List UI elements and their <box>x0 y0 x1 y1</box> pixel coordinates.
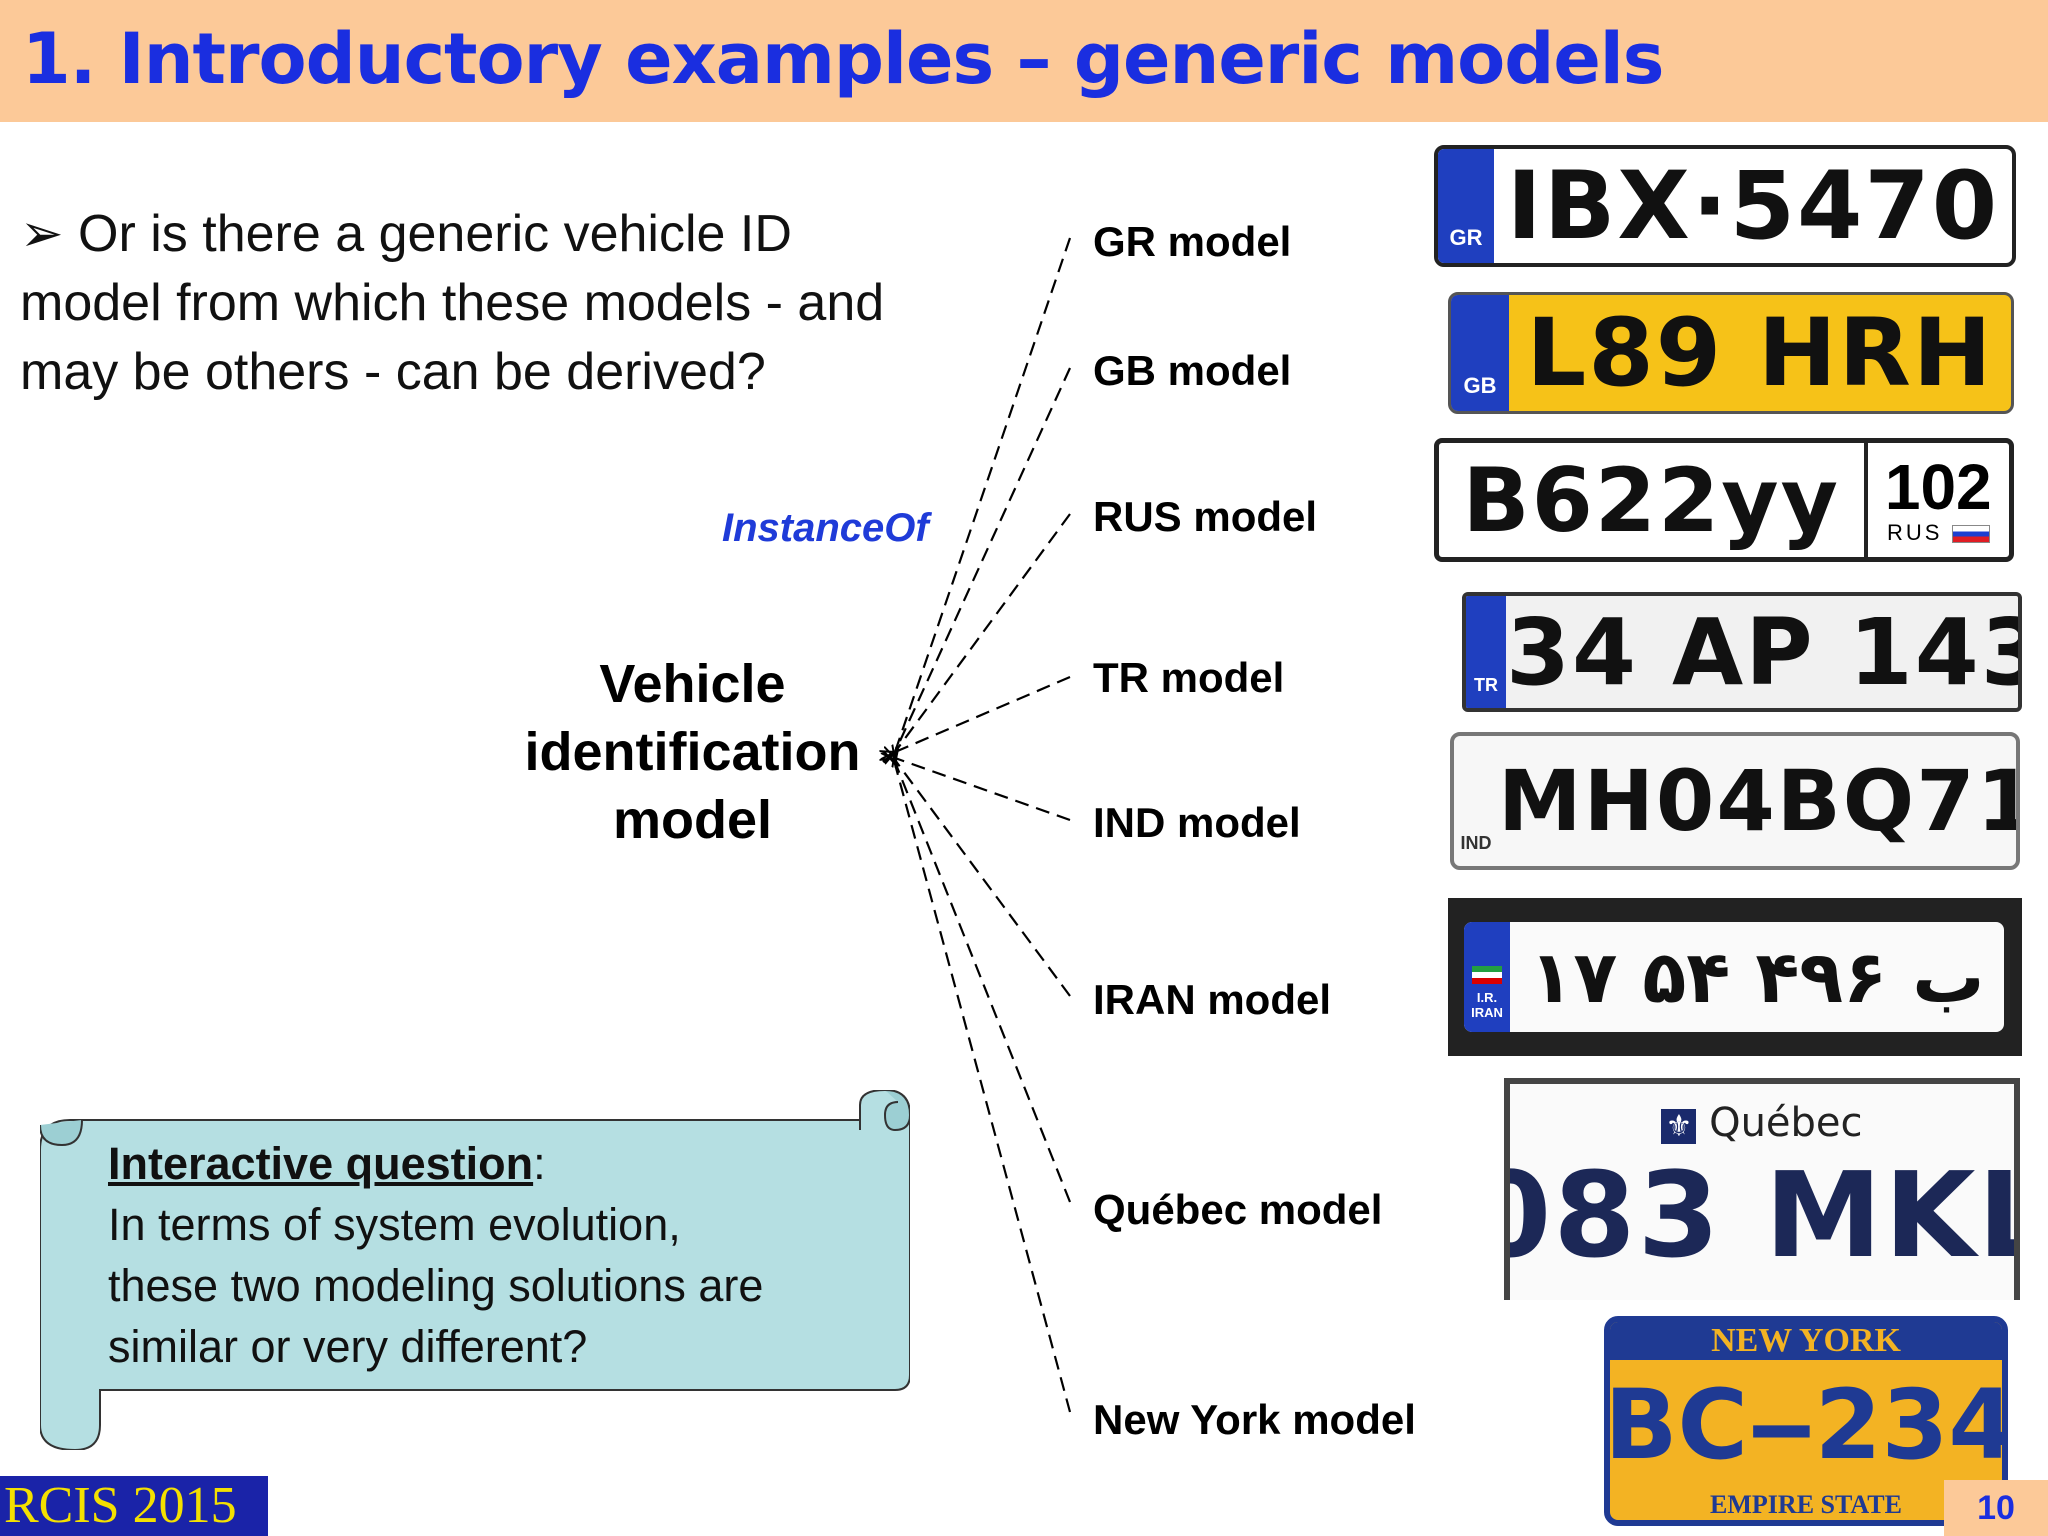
ind-band: IND <box>1460 833 1492 853</box>
plate-ind: IND MH04BQ7186 <box>1450 732 2020 870</box>
label-quebec-model: Québec model <box>1093 1186 1383 1233</box>
label-ind-model: IND model <box>1093 799 1301 846</box>
page-number: 10 <box>1944 1480 2048 1536</box>
interactive-line-1: In terms of system evolution, <box>108 1199 681 1250</box>
interactive-question-text: Interactive question: In terms of system… <box>108 1133 888 1377</box>
rcis-logo: RCIS 2015 <box>0 1476 268 1536</box>
interactive-question-heading: Interactive question <box>108 1138 534 1189</box>
line-iran <box>895 760 1071 997</box>
line-gb <box>895 367 1072 752</box>
iran-band: I.R. IRAN <box>1464 922 1510 1032</box>
rus-region: 102 RUS <box>1868 454 2010 546</box>
label-iran-model: IRAN model <box>1093 976 1332 1023</box>
gr-eu-band: GR <box>1438 149 1494 263</box>
label-gb-model: GB model <box>1093 347 1292 394</box>
line-quebec <box>895 762 1072 1203</box>
label-tr-model: TR model <box>1093 654 1285 701</box>
plate-iran-frame: I.R. IRAN ۱۷ ب ۴۹۶ ۵۴ <box>1448 898 2022 1056</box>
question-body: Or is there a generic vehicle ID model f… <box>20 205 885 401</box>
slide-title: 1. Introductory examples – generic model… <box>22 18 1664 100</box>
line-newyork <box>895 764 1072 1413</box>
quebec-province: ⚜ Québec <box>1661 1100 1863 1146</box>
instanceof-label: InstanceOf <box>722 506 929 550</box>
gb-plate-number: L89 HRH <box>1526 298 1994 408</box>
ind-plate-number: MH04BQ7186 <box>1498 752 2016 850</box>
line-rus <box>895 513 1071 752</box>
plate-tr: TR 34 AP 1438 <box>1462 592 2022 712</box>
gb-eu-band: GB <box>1451 295 1509 411</box>
plate-gb: GB L89 HRH <box>1448 292 2014 414</box>
vehicle-identification-model: Vehicle identification model <box>524 654 861 850</box>
interactive-line-2: these two modeling solutions are <box>108 1260 764 1311</box>
fleur-de-lis-icon: ⚜ <box>1661 1109 1697 1144</box>
title-bar: 1. Introductory examples – generic model… <box>0 0 2048 122</box>
line-gr <box>895 237 1072 752</box>
ny-plate-number: ABC‒2345 <box>1604 1369 2002 1481</box>
plate-gr: GR IBX·5470 <box>1434 145 2016 267</box>
tr-band: TR <box>1466 596 1506 708</box>
interactive-line-3: similar or very different? <box>108 1321 588 1372</box>
ny-top-text: NEW YORK <box>1610 1322 2002 1360</box>
gr-plate-number: IBX·5470 <box>1506 151 2000 261</box>
rus-country-flag: RUS <box>1868 520 2010 546</box>
label-newyork-model: New York model <box>1093 1396 1416 1443</box>
plate-iran: I.R. IRAN ۱۷ ب ۴۹۶ ۵۴ <box>1464 922 2004 1032</box>
plate-rus: B622yy 102 RUS <box>1434 438 2014 562</box>
interactive-question-scroll <box>40 1090 910 1450</box>
line-tr <box>895 675 1071 752</box>
ny-bottom-text: EMPIRE STATE <box>1710 1490 1902 1519</box>
plate-quebec: ⚜ Québec 083 MKL <box>1504 1078 2020 1300</box>
tr-plate-number: 34 AP 1438 <box>1506 598 2018 706</box>
quebec-plate-number: 083 MKL <box>1510 1146 2014 1284</box>
label-rus-model: RUS model <box>1093 493 1318 540</box>
question-text: ➢ Or is there a generic vehicle ID model… <box>20 200 900 407</box>
plate-new-york: NEW YORK ABC‒2345 EMPIRE STATE <box>1604 1316 2008 1526</box>
bullet-arrow-icon: ➢ <box>20 205 64 263</box>
rus-plate-number: B622yy <box>1462 448 1840 552</box>
iran-plate-number: ۱۷ ب ۴۹۶ ۵۴ <box>1529 935 1985 1019</box>
label-gr-model: GR model <box>1093 218 1292 265</box>
line-ind <box>895 758 1071 822</box>
